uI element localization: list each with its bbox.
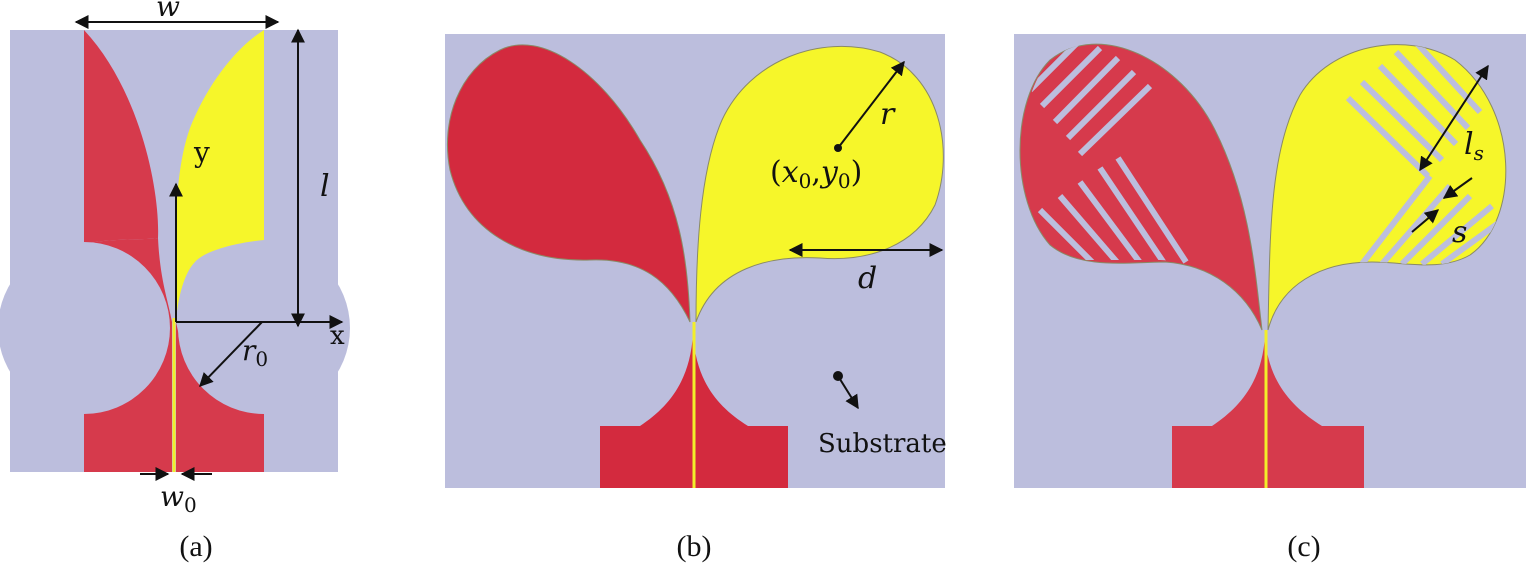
caption-a: (a) bbox=[179, 530, 212, 563]
panel-a: w l y x r0 w0 (a) bbox=[0, 0, 350, 563]
substrate-arrow bbox=[837, 375, 859, 410]
label-d: d bbox=[858, 261, 877, 296]
caption-b: (b) bbox=[677, 530, 712, 563]
label-x: x bbox=[330, 321, 345, 351]
ground-c bbox=[1172, 426, 1364, 488]
label-r0: r0 bbox=[242, 334, 268, 371]
panel-b: r (x0,y0) d Substrate (b) bbox=[445, 34, 947, 563]
panel-c: ls s (c) bbox=[1014, 34, 1526, 563]
dim-ls-arrow bbox=[1419, 64, 1489, 172]
right-arm-b bbox=[695, 45, 944, 323]
left-arm-c bbox=[1019, 43, 1263, 331]
dim-r0-arrow bbox=[199, 321, 263, 388]
dim-s-arrow-top bbox=[1442, 177, 1473, 199]
label-w: w bbox=[156, 0, 180, 23]
label-ls: ls bbox=[1464, 127, 1484, 165]
left-arm-b bbox=[446, 44, 691, 323]
left-arm-a bbox=[84, 30, 159, 244]
label-s: s bbox=[1452, 215, 1467, 250]
dim-r-arrow-b bbox=[837, 60, 905, 149]
label-l: l bbox=[320, 169, 330, 204]
dim-s-arrow-bottom bbox=[1411, 209, 1440, 233]
slot-circle-left-a bbox=[0, 242, 170, 414]
label-r-b: r bbox=[880, 97, 896, 132]
right-arm-a bbox=[175, 30, 264, 322]
label-y: y bbox=[193, 136, 210, 169]
label-substrate: Substrate bbox=[818, 429, 947, 459]
slot-circle-right-a bbox=[178, 242, 350, 414]
label-center-b: (x0,y0) bbox=[770, 155, 862, 193]
slots-left-c bbox=[1027, 41, 1189, 273]
caption-c: (c) bbox=[1287, 530, 1320, 563]
label-w0: w0 bbox=[160, 480, 197, 517]
